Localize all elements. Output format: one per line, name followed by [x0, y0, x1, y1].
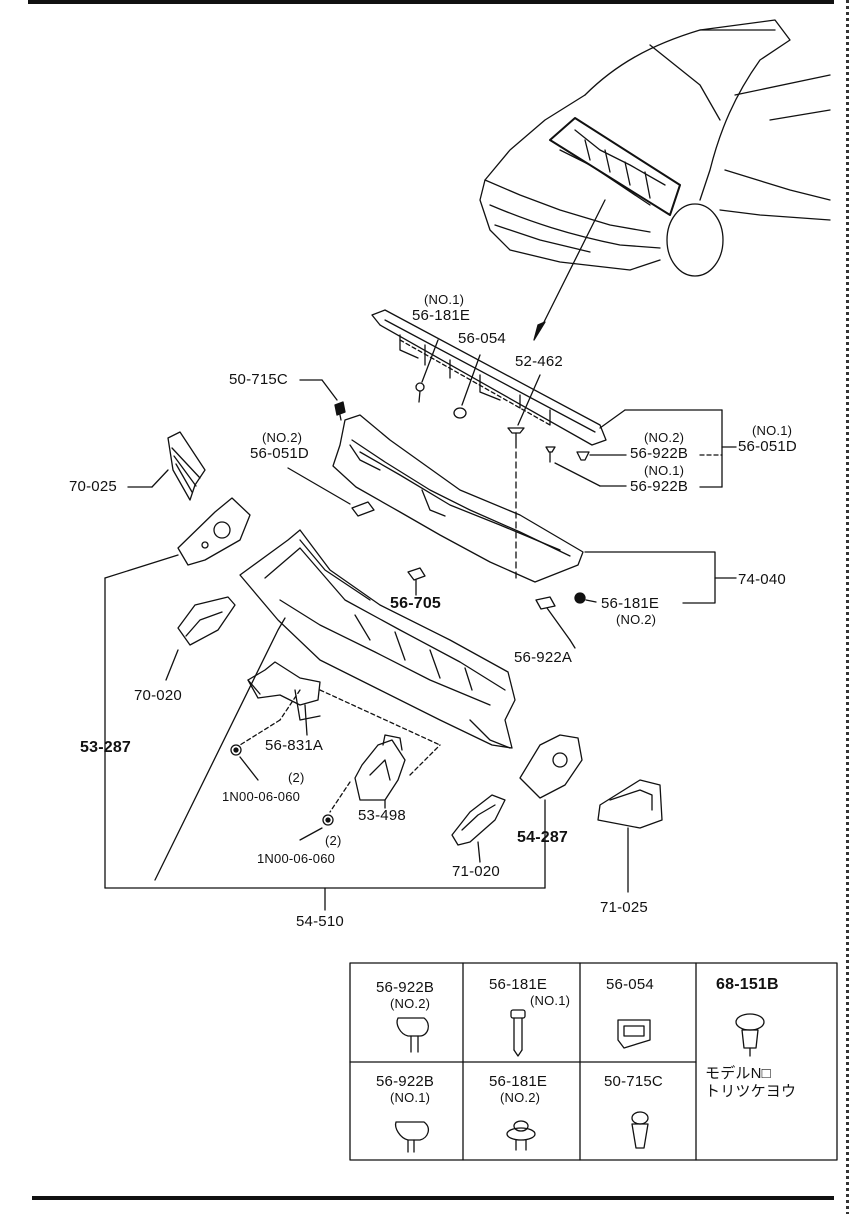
callout-56051d-no2: 56-051D	[250, 445, 309, 462]
legend-icons	[394, 1009, 765, 1153]
legend-c2-part: 56-181E	[489, 976, 548, 993]
clip-50715c	[299, 379, 346, 421]
legend-c4-part: 68-151B	[716, 976, 779, 993]
legend-c5-note: (NO.1)	[390, 1090, 431, 1105]
callout-53287: 53-287	[80, 739, 132, 756]
callout-70020: 70-020	[134, 687, 182, 704]
top-border	[28, 0, 834, 4]
locator-arrow	[533, 199, 606, 341]
legend-c4-note-1: モデルN□	[705, 1065, 771, 1082]
panel-70025	[127, 431, 206, 501]
callout-56831a: 56-831A	[265, 737, 324, 754]
dash-panel-54510	[154, 529, 516, 881]
right-border	[846, 0, 849, 1214]
callout-70025: 70-025	[69, 478, 117, 495]
callout-56051d-no2-note: (NO.2)	[262, 430, 303, 445]
legend-c5-part: 56-922B	[376, 1073, 435, 1090]
callout-56181e-no1: 56-181E	[412, 307, 471, 324]
callout-54510: 54-510	[296, 913, 344, 930]
callout-56922b-no1-note: (NO.1)	[644, 463, 685, 478]
filler-70020	[165, 596, 236, 681]
screw-52462	[507, 374, 541, 581]
bracket-54287	[519, 734, 583, 889]
car-outline-illustration	[479, 19, 831, 277]
legend-c4-note-2: トリツケヨウ	[705, 1083, 797, 1100]
callout-50715c: 50-715C	[229, 371, 288, 388]
callout-56054: 56-054	[458, 330, 506, 347]
legend-c7-part: 50-715C	[604, 1073, 663, 1090]
legend-grid	[349, 962, 838, 1161]
bolt-1n0006060-a	[230, 744, 259, 781]
legend-c1-part: 56-922B	[376, 979, 435, 996]
callout-71025: 71-025	[600, 899, 648, 916]
callout-56922b-no2-note: (NO.2)	[644, 430, 685, 445]
clip-56705	[407, 567, 426, 596]
callout-bolt-1: 1N00-06-060	[222, 789, 301, 804]
bolt-1n0006060-b	[299, 814, 334, 841]
seal-strip-part	[371, 309, 607, 446]
grommet-56054	[453, 354, 481, 419]
bracket-56831a	[239, 661, 441, 746]
bolt-qty-2: (2)	[325, 833, 342, 848]
clip-56922a	[535, 596, 576, 649]
panel-71025	[597, 779, 663, 893]
callout-54287: 54-287	[517, 829, 569, 846]
callout-bolt-2: 1N00-06-060	[257, 851, 336, 866]
callout-56705: 56-705	[390, 595, 442, 612]
cowl-grille-74040	[332, 414, 737, 604]
pin-56181e-no1	[415, 339, 439, 403]
callout-56051d-no1: 56-051D	[738, 438, 797, 455]
bottom-border	[32, 1196, 834, 1200]
legend-c6-note: (NO.2)	[500, 1090, 541, 1105]
callout-56922b-no1: 56-922B	[630, 478, 689, 495]
filler-71020	[451, 794, 506, 863]
callout-56922a: 56-922A	[514, 649, 573, 666]
legend-c1-note: (NO.2)	[390, 996, 431, 1011]
callout-56181e-no1-note: (NO.1)	[424, 292, 465, 307]
callout-74040: 74-040	[738, 571, 786, 588]
callout-56181e-no2: 56-181E	[601, 595, 660, 612]
callout-52462: 52-462	[515, 353, 563, 370]
clip-56181e-no2	[574, 592, 597, 604]
legend-c3-part: 56-054	[606, 976, 654, 993]
clips-56922b	[545, 409, 737, 488]
bolt-qty-1: (2)	[288, 770, 305, 785]
legend-c2-note: (NO.1)	[530, 993, 571, 1008]
callout-71020: 71-020	[452, 863, 500, 880]
callout-56181e-no2-note: (NO.2)	[616, 612, 657, 627]
callout-56922b-no2: 56-922B	[630, 445, 689, 462]
seal-block-56051d-no2	[287, 467, 375, 517]
callout-53498: 53-498	[358, 807, 406, 824]
callout-56051d-no1-note: (NO.1)	[752, 423, 793, 438]
bracket-53498	[329, 734, 441, 813]
legend-c6-part: 56-181E	[489, 1073, 548, 1090]
